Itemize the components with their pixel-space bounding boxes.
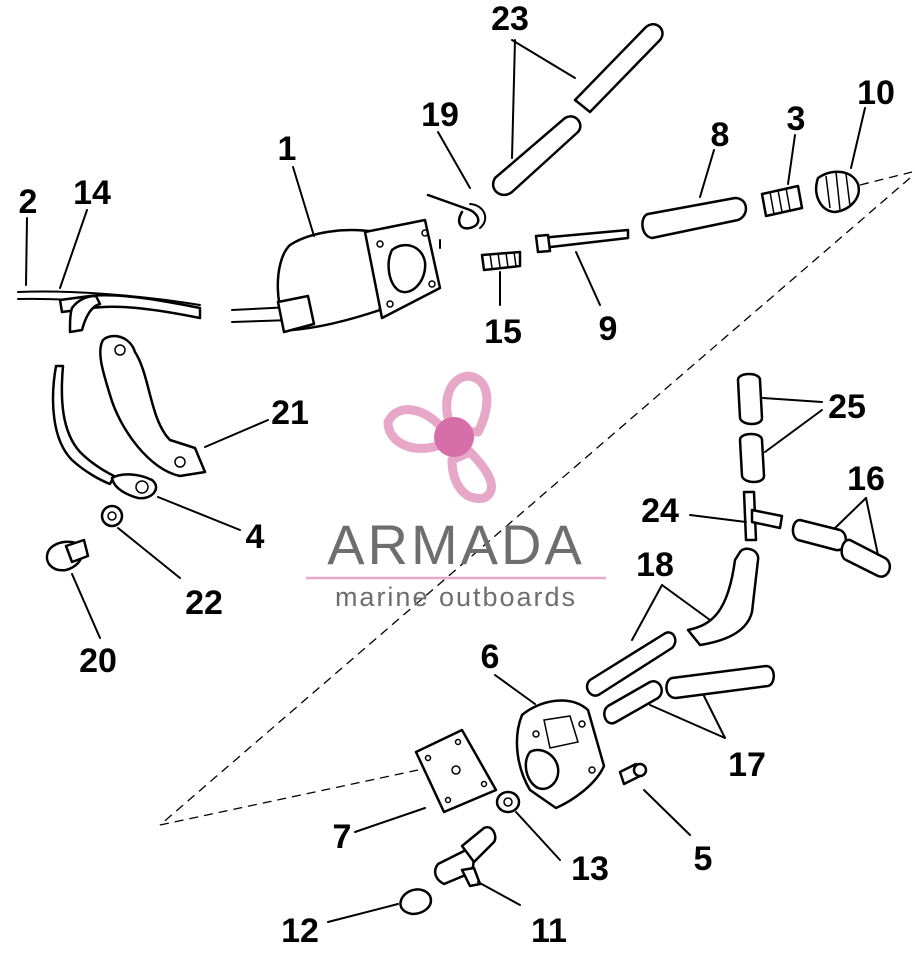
part-7-gasket [414,728,498,814]
part-18-hoses [585,547,760,697]
label-4: 4 [246,518,265,556]
part-1-solenoid [231,218,442,334]
watermark-brand: ARMADA [327,513,585,576]
part-4-ground-wire [51,364,158,500]
label-19: 19 [421,96,459,134]
label-17: 17 [728,746,766,784]
label-6: 6 [481,638,500,676]
label-20: 20 [79,642,117,680]
part-11-fitting [433,825,497,888]
label-25: 25 [828,388,866,426]
callout-labels: 1 2 3 4 5 6 7 8 9 10 11 12 13 14 15 16 1… [19,0,895,950]
part-6-pump-body [515,699,606,810]
label-1: 1 [278,130,297,168]
label-16: 16 [847,460,885,498]
label-3: 3 [787,100,806,138]
leader-lines [25,39,879,923]
part-25-hoses [736,372,766,484]
label-22: 22 [185,584,223,622]
part-16-hoses [791,518,892,578]
armada-watermark: ARMADA marine outboards [306,371,606,612]
part-17-hoses [603,664,775,725]
label-10: 10 [857,74,895,112]
part-wire-harness [17,290,202,334]
label-2: 2 [19,183,38,221]
part-22-star-washer [100,504,124,528]
watermark-tagline: marine outboards [335,582,577,612]
part-12-cap [399,888,433,916]
part-5-screw [618,762,648,786]
part-8-sleeve [641,196,748,240]
label-5: 5 [694,840,713,878]
part-21-bracket [99,334,207,478]
part-23-hoses [492,23,664,197]
part-9-pin [534,228,630,254]
assembly-guide-lines [159,171,913,826]
label-15: 15 [484,313,522,351]
part-24-tee-fitting [742,490,784,542]
part-15-spring [480,250,522,272]
label-12: 12 [281,912,319,950]
part-20-screw [45,538,90,572]
label-14: 14 [73,174,111,212]
label-11: 11 [531,912,567,950]
label-24: 24 [641,492,679,530]
label-8: 8 [711,116,730,154]
part-13-o-ring [495,790,521,814]
part-3-spring [760,184,804,218]
part-10-cap-nut [815,170,861,214]
label-23: 23 [491,0,529,38]
label-21: 21 [271,394,309,432]
part-19-clip [426,193,487,230]
label-9: 9 [599,310,618,348]
propeller-logo-icon [383,371,496,503]
label-7: 7 [333,818,352,856]
label-13: 13 [571,850,609,888]
label-18: 18 [636,546,674,584]
